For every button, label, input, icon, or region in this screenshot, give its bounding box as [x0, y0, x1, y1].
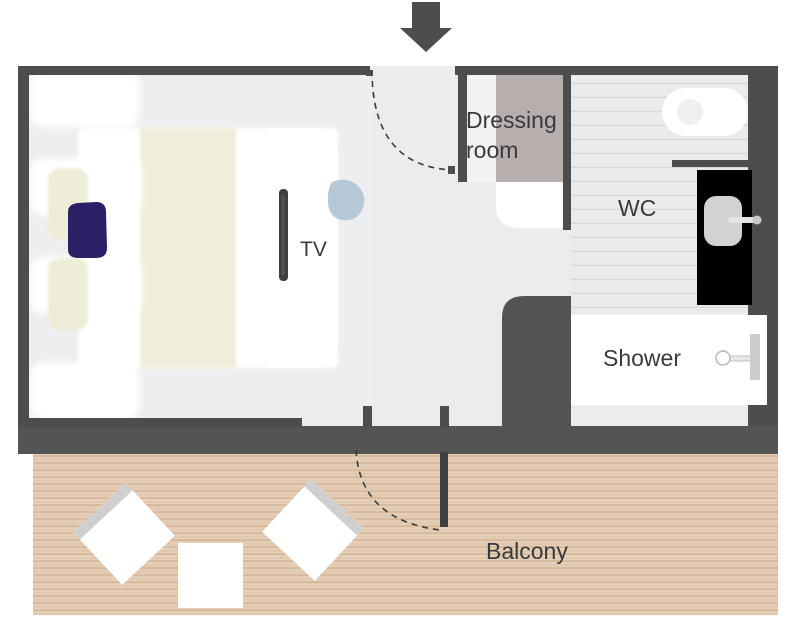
tv-label: TV: [300, 238, 327, 261]
balcony-label: Balcony: [486, 538, 568, 564]
dressing-room-label-line1: Dressing: [466, 107, 557, 133]
dressing-room-label-line2: room: [466, 137, 518, 163]
wall-bath-stub: [502, 296, 571, 426]
balcony-chair-left: [73, 483, 175, 585]
entry-arrow-icon: [400, 2, 452, 52]
wall-top-right: [455, 66, 778, 75]
bed-blanket: [140, 128, 236, 368]
wc-label: WC: [618, 195, 656, 221]
bed-foot: [268, 128, 338, 368]
sink-counter-edge: [672, 160, 748, 167]
bed-pillow-top: [30, 70, 140, 128]
dressing-room-wall-right: [563, 70, 571, 230]
shower-room: [571, 315, 776, 405]
wall-right-edge: [767, 66, 778, 426]
walls: [18, 66, 778, 527]
toilet-icon: [704, 196, 762, 246]
balcony-door-leaf[interactable]: [440, 452, 448, 527]
bed-pillow-bottom: [30, 362, 140, 420]
wall-bottom-balcony-divider: [18, 426, 778, 454]
toilet-niche: [697, 170, 762, 305]
balcony: [33, 450, 778, 615]
balcony-table: [178, 543, 243, 608]
entry-door-jamb: [448, 166, 455, 174]
shower-head-icon: [715, 334, 760, 380]
bed-icon: [30, 70, 338, 420]
wall-left-exterior: [18, 66, 29, 438]
wall-top-left: [18, 66, 370, 75]
sink-icon: [662, 88, 748, 136]
dressing-room-closet: [496, 70, 568, 182]
wall-bedroom-right-top: [366, 70, 372, 76]
dressing-room: [458, 70, 571, 230]
accent-chair: [327, 179, 365, 221]
dressing-room-wardrobe: [496, 182, 568, 228]
shower-label: Shower: [603, 345, 681, 371]
dressing-room-wall-left: [458, 70, 467, 182]
wall-bedroom-bottom: [22, 418, 302, 427]
tv-icon: [279, 189, 288, 281]
wall-corridor-left-jamb: [363, 406, 372, 428]
bed-accent-pillow-lower: [48, 258, 88, 330]
balcony-chair-right: [262, 479, 364, 581]
bed-cushion-navy: [68, 202, 107, 258]
wall-corridor-right-jamb: [440, 406, 449, 428]
balcony-door-swing: [355, 449, 441, 531]
